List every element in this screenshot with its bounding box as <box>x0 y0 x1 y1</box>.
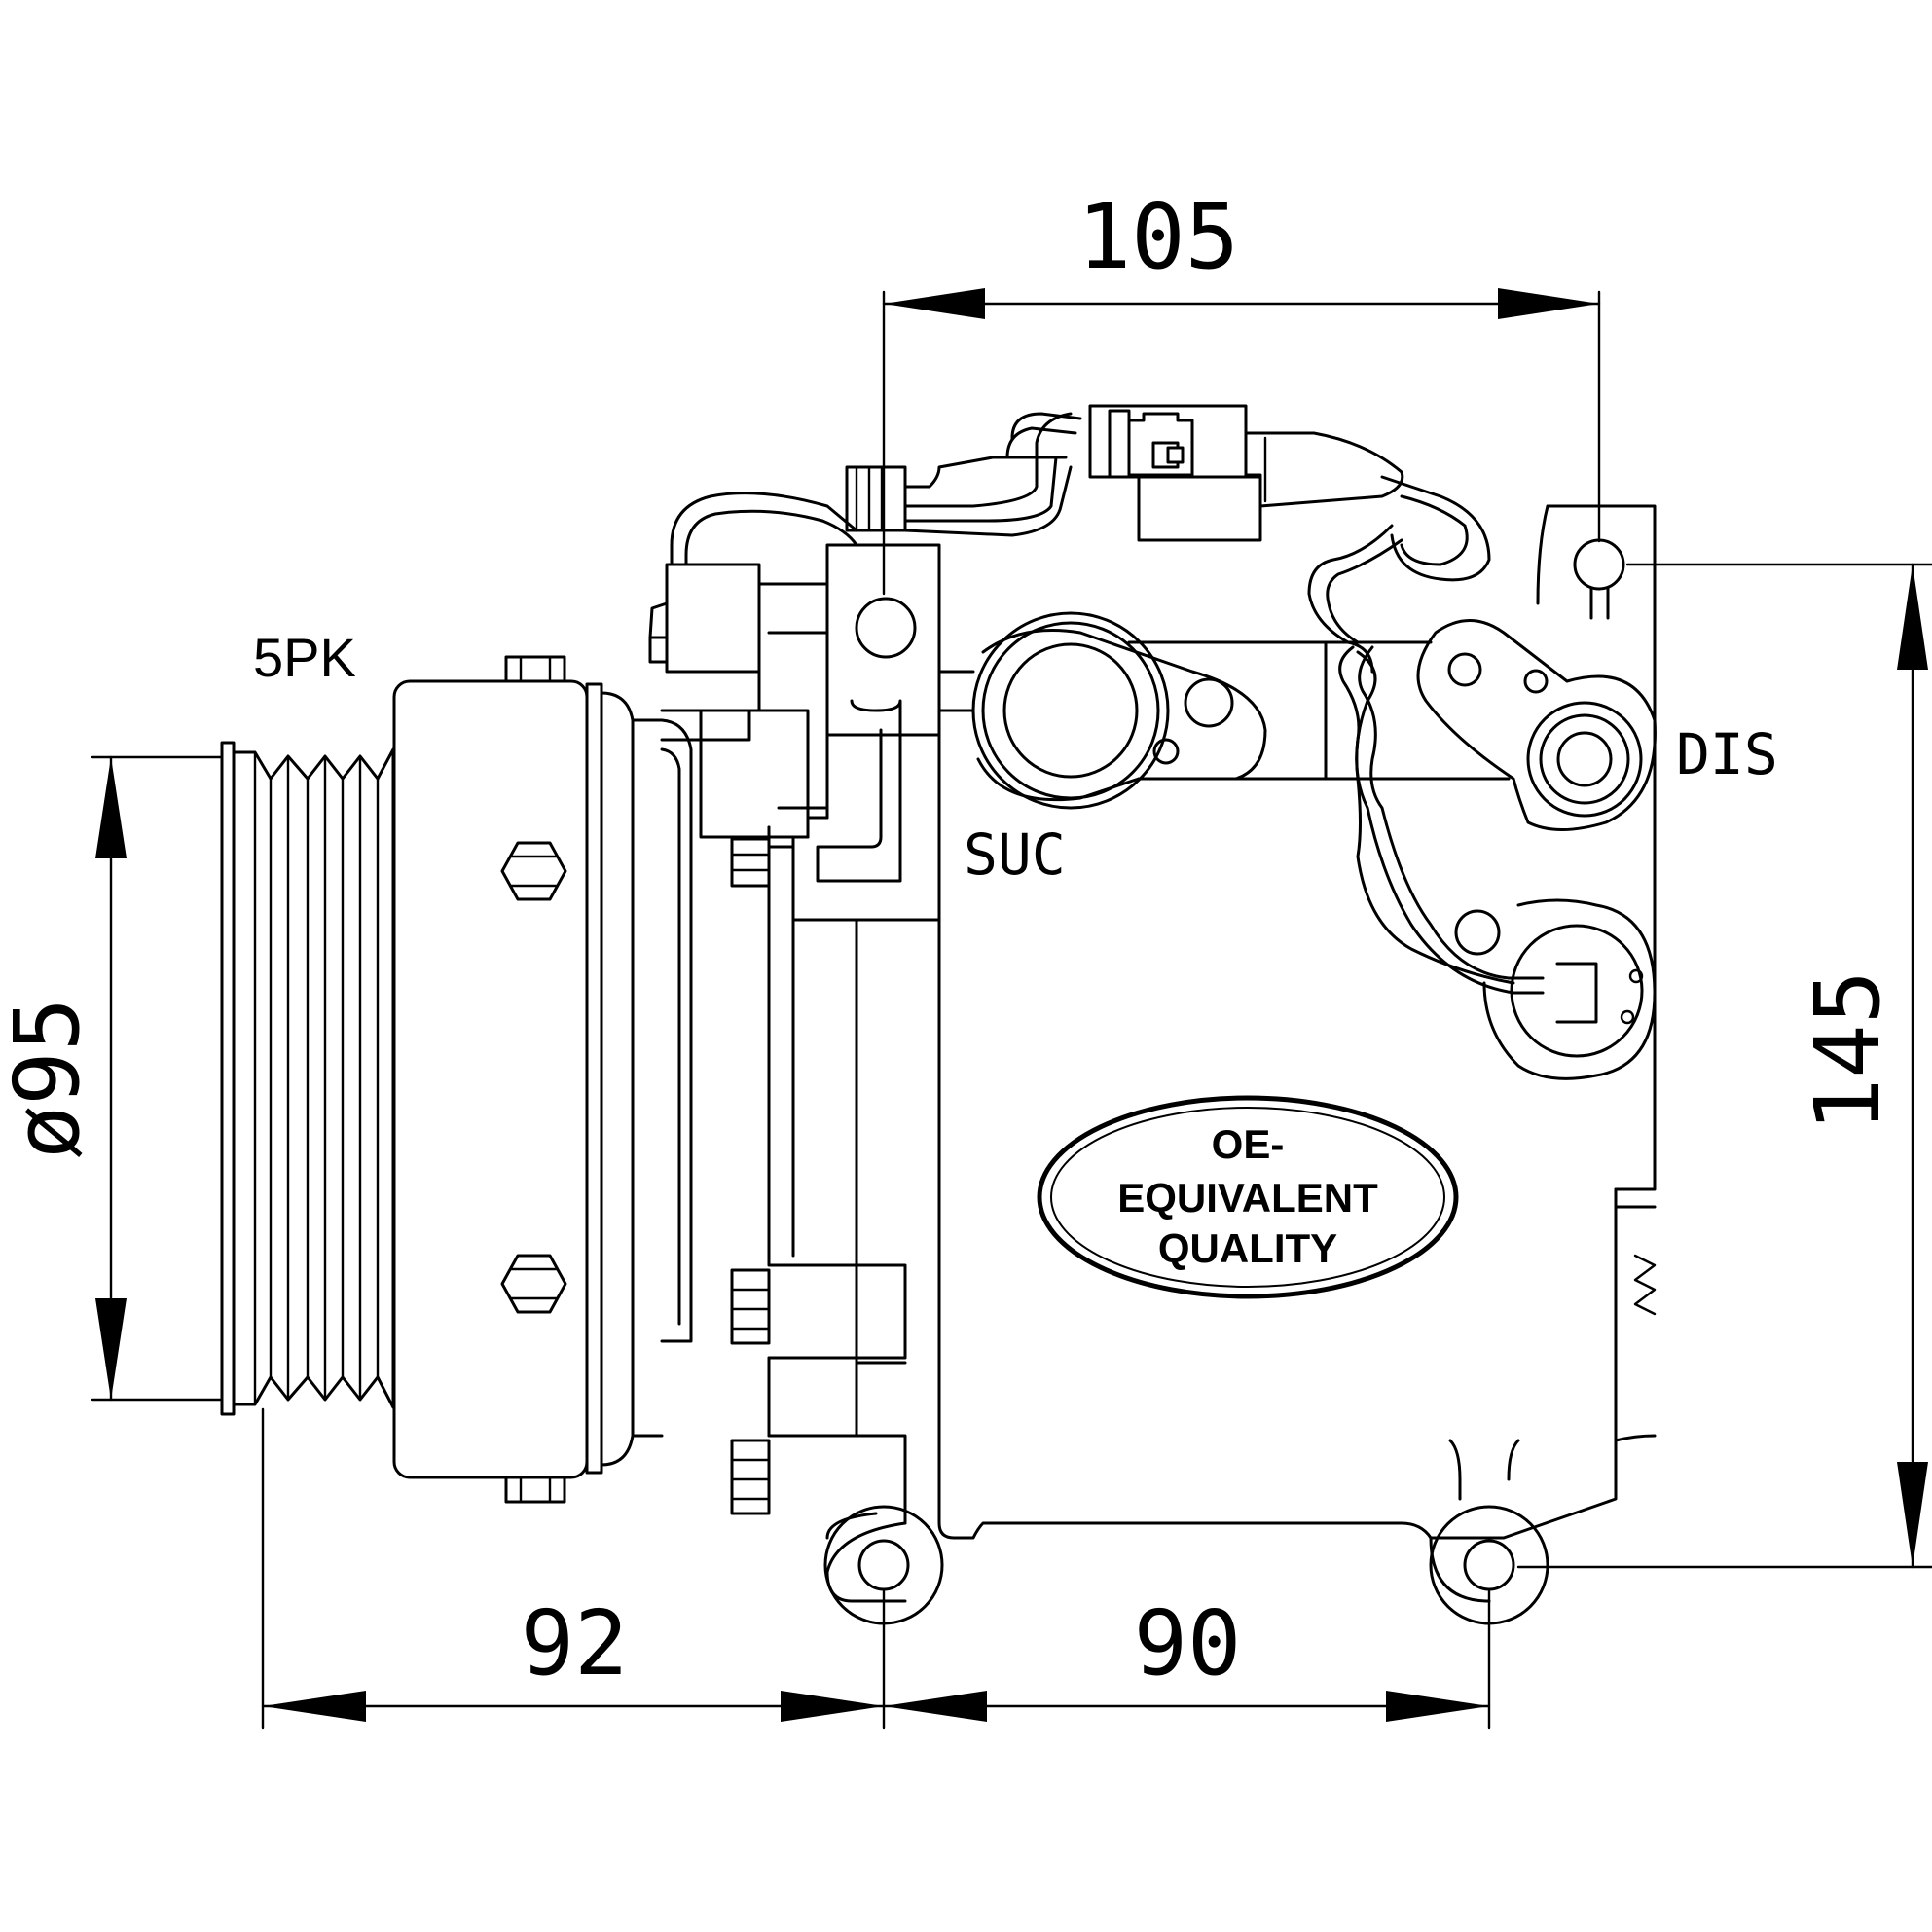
dimension-pulley-offset: 92 <box>521 1591 629 1695</box>
arrowhead-icon <box>1897 1462 1928 1567</box>
arrowhead-icon <box>884 1691 987 1722</box>
discharge-port-label: DIS <box>1676 721 1778 787</box>
arrowhead-icon <box>263 1691 366 1722</box>
badge-line-2: EQUIVALENT <box>1117 1175 1378 1221</box>
arrowhead-icon <box>95 757 127 858</box>
dimension-lines <box>91 288 1932 1730</box>
pulley <box>220 741 395 1416</box>
arrowhead-icon <box>95 1298 127 1400</box>
badge-line-1: OE- <box>1212 1121 1285 1167</box>
compressor-body <box>791 504 1657 1625</box>
dimension-height: 145 <box>1796 970 1900 1132</box>
arrowhead-icon <box>1498 288 1599 319</box>
clutch-assembly <box>392 655 693 1504</box>
hex-bolt-icon <box>500 1254 567 1314</box>
badge-line-3: QUALITY <box>1158 1225 1337 1271</box>
suction-port-label: SUC <box>964 821 1066 888</box>
arrowhead-icon <box>1386 1691 1489 1722</box>
wiring-harness <box>670 404 1598 1024</box>
dimension-top-width: 105 <box>1077 185 1239 289</box>
front-housing <box>648 563 907 1525</box>
belt-type-label: 5PK <box>253 627 356 688</box>
dimension-bottom-width: 90 <box>1134 1591 1242 1695</box>
arrowhead-icon <box>1897 565 1928 670</box>
arrowhead-icon <box>781 1691 884 1722</box>
arrowhead-icon <box>884 288 985 319</box>
hex-bolt-icon <box>500 841 567 901</box>
oe-quality-badge: OE- EQUIVALENT QUALITY <box>1037 1095 1459 1299</box>
dimension-pulley-diameter: ø95 <box>0 998 99 1159</box>
